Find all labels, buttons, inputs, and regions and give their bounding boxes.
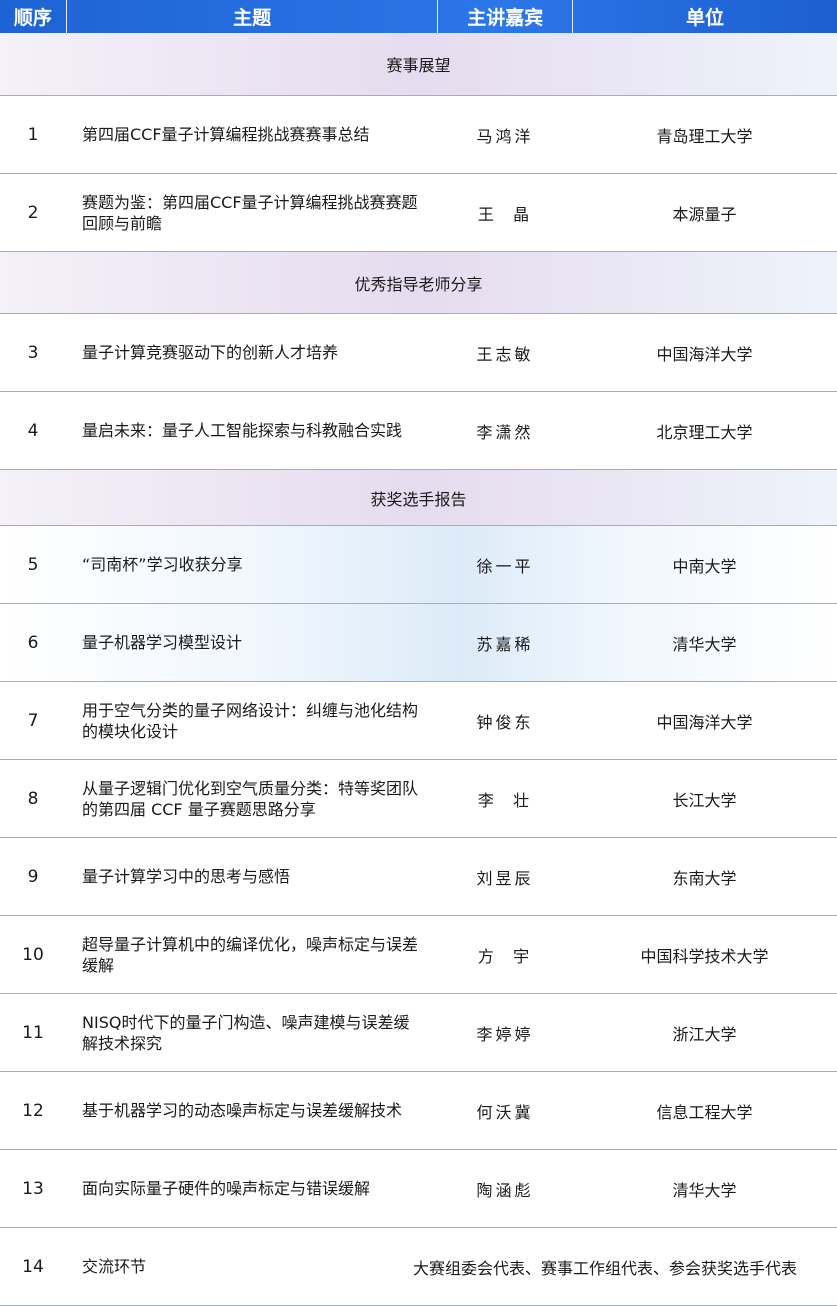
- row-unit: 浙江大学: [672, 1024, 737, 1044]
- row-speaker: 马鸿洋: [476, 126, 534, 146]
- section-outlook: 赛事展望: [0, 33, 837, 96]
- row-topic: 赛题为鉴：第四届CCF量子计算编程挑战赛赛题回顾与前瞻: [82, 192, 418, 233]
- row-topic: 面向实际量子硬件的噪声标定与错误缓解: [82, 1179, 371, 1198]
- table-row: 4 量启未来：量子人工智能探索与科教融合实践 李潇然 北京理工大学: [0, 392, 837, 470]
- row-number: 1: [27, 124, 39, 145]
- table-row: 11 NISQ时代下的量子门构造、噪声建模与误差缓解技术探究 李婷婷 浙江大学: [0, 994, 837, 1072]
- row-unit: 清华大学: [672, 634, 737, 654]
- row-speaker: 方 宇: [477, 946, 533, 966]
- row-number: 2: [27, 202, 39, 223]
- row-unit: 中国海洋大学: [656, 712, 753, 732]
- row-unit: 青岛理工大学: [656, 126, 753, 146]
- row-unit: 清华大学: [672, 1180, 737, 1200]
- row-number: 12: [22, 1100, 44, 1121]
- row-number: 6: [27, 632, 39, 653]
- header-speaker: 主讲嘉宾: [438, 0, 573, 33]
- row-unit: 本源量子: [672, 204, 737, 224]
- row-unit: 中国科学技术大学: [640, 946, 769, 966]
- row-unit: 东南大学: [672, 868, 737, 888]
- table-row: 7 用于空气分类的量子网络设计：纠缠与池化结构的模块化设计 钟俊东 中国海洋大学: [0, 682, 837, 760]
- row-unit: 信息工程大学: [656, 1102, 753, 1122]
- row-unit: 北京理工大学: [656, 422, 753, 442]
- row-speaker: 王 晶: [477, 204, 533, 224]
- row-number: 10: [22, 944, 44, 965]
- row-topic: 交流环节: [82, 1257, 147, 1276]
- row-number: 9: [27, 866, 39, 887]
- table-row: 10 超导量子计算机中的编译优化，噪声标定与误差缓解 方 宇 中国科学技术大学: [0, 916, 837, 994]
- row-topic: 从量子逻辑门优化到空气质量分类：特等奖团队的第四届 CCF 量子赛题思路分享: [82, 778, 419, 819]
- table-row: 9 量子计算学习中的思考与感悟 刘昱辰 东南大学: [0, 838, 837, 916]
- row-topic: 超导量子计算机中的编译优化，噪声标定与误差缓解: [82, 934, 419, 975]
- table-row: 6 量子机器学习模型设计 苏嘉稀 清华大学: [0, 604, 837, 682]
- table-row: 12 基于机器学习的动态噪声标定与误差缓解技术 何沃冀 信息工程大学: [0, 1072, 837, 1150]
- row-speaker: 钟俊东: [476, 712, 534, 732]
- header-unit: 单位: [685, 7, 724, 29]
- row-speaker: 刘昱辰: [476, 868, 534, 888]
- row-speaker: 何沃冀: [476, 1102, 534, 1122]
- row-topic: 第四届CCF量子计算编程挑战赛赛事总结: [82, 125, 370, 144]
- row-number: 11: [22, 1022, 44, 1043]
- row-topic: 量子计算竞赛驱动下的创新人才培养: [82, 343, 339, 362]
- table-row: 2 赛题为鉴：第四届CCF量子计算编程挑战赛赛题回顾与前瞻 王 晶 本源量子: [0, 174, 837, 252]
- section-mentors: 优秀指导老师分享: [0, 252, 837, 314]
- row-topic: “司南杯”学习收获分享: [82, 555, 243, 574]
- table-row: 8 从量子逻辑门优化到空气质量分类：特等奖团队的第四届 CCF 量子赛题思路分享…: [0, 760, 837, 838]
- row-number: 7: [27, 710, 39, 731]
- header-topic: 主题: [67, 0, 439, 33]
- row-speaker: 苏嘉稀: [476, 634, 534, 654]
- table-header: 顺序 主题 主讲嘉宾 单位: [0, 0, 837, 33]
- row-number: 13: [22, 1178, 44, 1199]
- row-topic: 用于空气分类的量子网络设计：纠缠与池化结构的模块化设计: [82, 700, 419, 741]
- row-topic: NISQ时代下的量子门构造、噪声建模与误差缓解技术探究: [82, 1012, 410, 1053]
- row-speaker: 李 壮: [477, 790, 533, 810]
- row-number: 5: [27, 554, 39, 575]
- row-speaker: 王志敏: [476, 344, 534, 364]
- table-row: 14 交流环节 大赛组委会代表、赛事工作组代表、参会获奖选手代表: [0, 1228, 837, 1306]
- row-topic: 基于机器学习的动态噪声标定与误差缓解技术: [82, 1101, 403, 1120]
- row-unit: 长江大学: [672, 790, 737, 810]
- row-speaker: 陶涵彪: [476, 1180, 534, 1200]
- row-topic: 量子机器学习模型设计: [82, 633, 243, 652]
- row-topic: 量启未来：量子人工智能探索与科教融合实践: [82, 421, 403, 440]
- row-speaker-unit: 大赛组委会代表、赛事工作组代表、参会获奖选手代表: [412, 1258, 797, 1278]
- row-number: 4: [27, 420, 39, 441]
- table-row: 1 第四届CCF量子计算编程挑战赛赛事总结 马鸿洋 青岛理工大学: [0, 96, 837, 174]
- table-row: 5 “司南杯”学习收获分享 徐一平 中南大学: [0, 526, 837, 604]
- row-unit: 中国海洋大学: [656, 344, 753, 364]
- row-speaker: 李婷婷: [476, 1024, 534, 1044]
- row-number: 3: [27, 342, 39, 363]
- row-speaker: 李潇然: [476, 422, 534, 442]
- row-number: 8: [27, 788, 39, 809]
- table-row: 3 量子计算竞赛驱动下的创新人才培养 王志敏 中国海洋大学: [0, 314, 837, 392]
- row-topic: 量子计算学习中的思考与感悟: [82, 867, 291, 886]
- row-unit: 中南大学: [672, 556, 737, 576]
- row-speaker: 徐一平: [476, 556, 534, 576]
- section-winners: 获奖选手报告: [0, 470, 837, 526]
- row-number: 14: [22, 1256, 44, 1277]
- header-order: 顺序: [0, 0, 67, 33]
- table-row: 13 面向实际量子硬件的噪声标定与错误缓解 陶涵彪 清华大学: [0, 1150, 837, 1228]
